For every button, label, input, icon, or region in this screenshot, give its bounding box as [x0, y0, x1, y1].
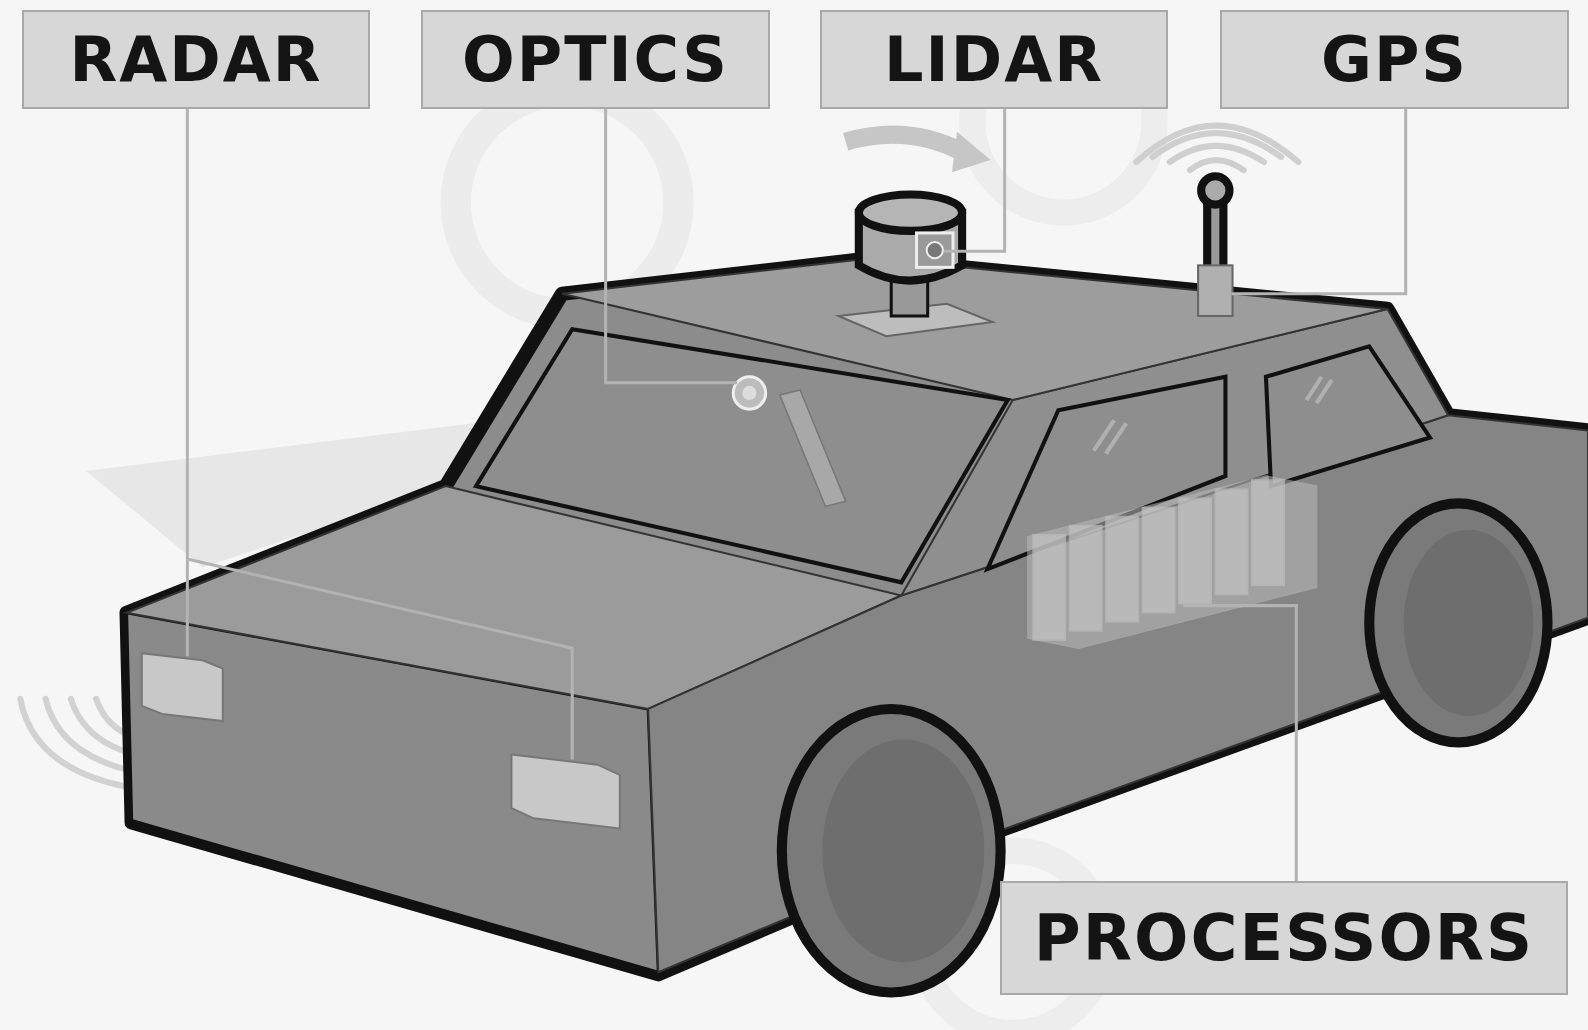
- component-label: OPTICS: [462, 29, 729, 91]
- optics-label-box: OPTICS: [421, 10, 770, 109]
- component-label: GPS: [1321, 29, 1468, 91]
- rear-view-mirror: [780, 390, 846, 506]
- leader-line: [1183, 606, 1296, 881]
- rear-wheel: [1369, 503, 1547, 742]
- processor-card: [1106, 517, 1138, 622]
- gps-wave: [1190, 160, 1244, 170]
- gps-label-box: GPS: [1220, 10, 1569, 109]
- camera-lens: [733, 377, 765, 409]
- processor-card: [1069, 526, 1101, 631]
- side-window: [1266, 346, 1430, 486]
- leader-line: [186, 108, 189, 656]
- lidar-top: [859, 194, 962, 230]
- leader-line: [944, 108, 1005, 251]
- radar-label-box: RADAR: [22, 10, 370, 109]
- lidar-label-box: LIDAR: [820, 10, 1168, 109]
- processor-rack: [1028, 476, 1317, 648]
- wheel-hub: [822, 739, 984, 962]
- rotation-arrow: [846, 135, 962, 152]
- radar-unit: [511, 755, 619, 829]
- processor-card: [1142, 507, 1174, 612]
- glass-glint: [1106, 423, 1126, 453]
- rotation-arrowhead: [952, 132, 990, 173]
- leader-line: [606, 108, 738, 382]
- glass-glint: [1317, 380, 1332, 403]
- component-label: PROCESSORS: [1034, 906, 1534, 970]
- camera-lens-center: [742, 386, 756, 400]
- lidar-lens: [927, 242, 943, 258]
- processor-card: [1252, 480, 1284, 585]
- front-wheel: [782, 709, 1001, 993]
- gps-receiver: [1198, 265, 1232, 316]
- processor-card: [1215, 489, 1247, 594]
- processor-card: [1179, 498, 1211, 603]
- leader-line: [187, 559, 572, 760]
- gps-antenna-tip: [1201, 176, 1229, 204]
- component-label: RADAR: [70, 29, 323, 91]
- gps-wave: [1136, 126, 1298, 162]
- component-label: LIDAR: [884, 29, 1104, 91]
- processor-card: [1033, 535, 1065, 640]
- leader-line: [1232, 108, 1406, 293]
- gps-wave: [1170, 146, 1264, 162]
- processors-label-box: PROCESSORS: [1000, 881, 1568, 995]
- car-silhouette: [127, 258, 1588, 974]
- windshield: [476, 329, 1008, 582]
- wheel-hub: [1404, 530, 1534, 716]
- radar-unit: [142, 653, 223, 721]
